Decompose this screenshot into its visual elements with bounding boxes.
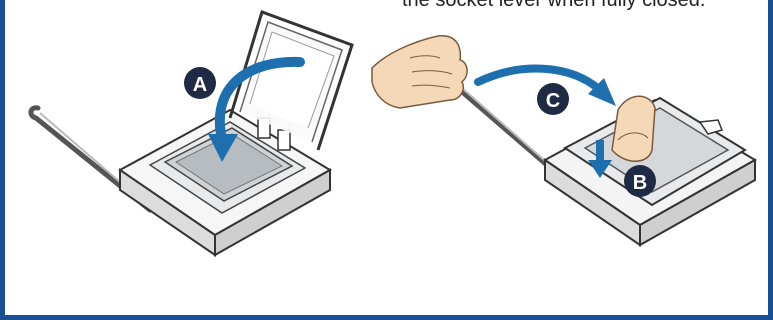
step-b-badge: B — [624, 165, 656, 197]
hand-icon — [611, 95, 656, 162]
step-c-badge: C — [537, 83, 569, 115]
step-a-label: A — [193, 74, 207, 96]
hand-icon — [371, 35, 468, 109]
step-c-label: C — [546, 90, 560, 112]
step-b-label: B — [633, 172, 647, 194]
arrow-c — [474, 64, 616, 106]
frame-left-border — [0, 0, 5, 320]
arrow-b — [588, 140, 612, 178]
left-socket — [28, 10, 354, 257]
caption-text: the socket lever when fully closed. — [402, 0, 706, 11]
step-a-badge: A — [184, 67, 216, 99]
frame-bottom-border — [0, 315, 773, 320]
frame-right-border — [768, 0, 773, 320]
